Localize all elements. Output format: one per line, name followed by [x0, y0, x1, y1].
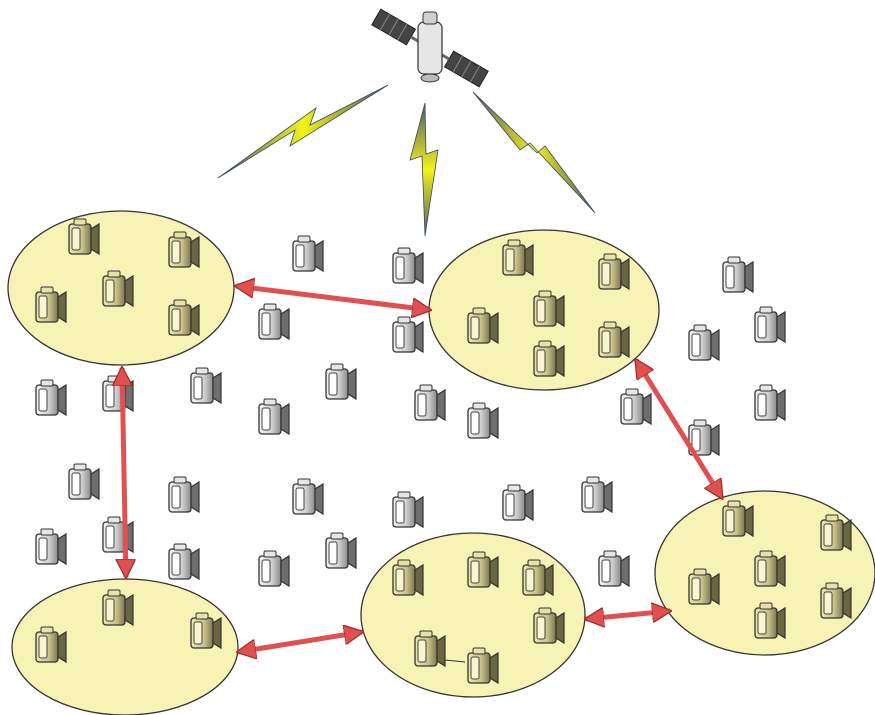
device-icon: [467, 402, 499, 439]
device-icon: [325, 363, 357, 400]
device-icon: [258, 550, 290, 587]
device-icon: [598, 550, 630, 587]
device-icon: [258, 398, 290, 435]
device-icon: [168, 476, 200, 513]
device-icon: [292, 478, 324, 515]
device-icon: [688, 324, 720, 361]
device-icon: [35, 379, 67, 416]
device-icon: [258, 303, 290, 340]
device-icon: [392, 316, 424, 353]
wireless-bolt-left: [217, 84, 389, 179]
device-icon: [168, 543, 200, 580]
link-top-right-bottom-right: [633, 360, 725, 498]
link-top-left-top-right: [236, 286, 430, 310]
link-bottom-center-bottom-right: [586, 611, 670, 619]
device-icon: [392, 491, 424, 528]
device-icon: [581, 476, 613, 513]
wireless-bolt-center: [409, 102, 439, 237]
link-bottom-left-bottom-center: [238, 632, 362, 652]
device-icon: [102, 516, 134, 553]
device-icon: [292, 235, 324, 272]
device-icon: [325, 532, 357, 569]
cluster-devices: [35, 218, 852, 684]
device-icon: [414, 384, 446, 421]
device-icon: [190, 367, 222, 404]
device-icon: [35, 528, 67, 565]
device-icon: [392, 247, 424, 284]
device-icon: [722, 256, 754, 293]
device-icon: [102, 375, 134, 412]
device-icon: [754, 384, 786, 421]
link-top-left-bottom-left: [122, 368, 126, 577]
device-icon: [754, 306, 786, 343]
satellite-icon: [371, 8, 489, 88]
device-icon: [68, 463, 100, 500]
wireless-bolt-right: [472, 91, 596, 214]
device-icon: [502, 484, 534, 521]
cluster-links: [122, 286, 725, 652]
device-icon: [620, 388, 652, 425]
device-link: [444, 659, 466, 663]
